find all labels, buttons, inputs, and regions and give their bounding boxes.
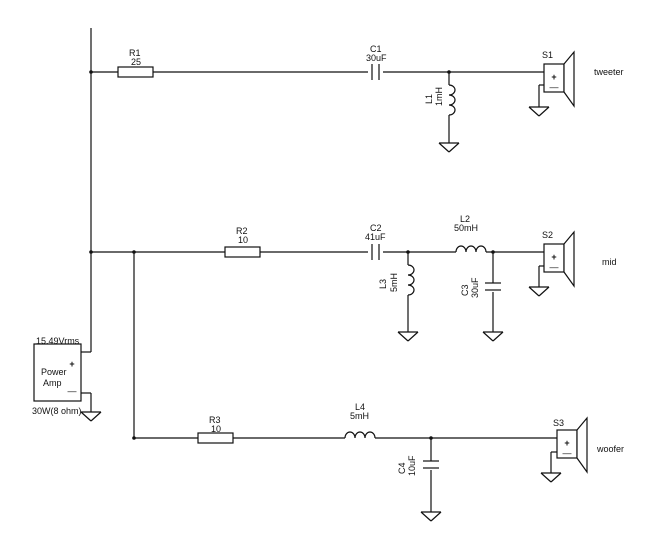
c4-value: 10uF bbox=[407, 455, 417, 476]
c3-value: 30uF bbox=[470, 277, 480, 298]
s3-name: S3 bbox=[553, 418, 564, 428]
c1-value: 30uF bbox=[366, 53, 387, 63]
l3-name: L3 bbox=[378, 279, 388, 289]
l1-value: 1mH bbox=[434, 87, 444, 106]
speaker-s1: + — S1 tweeter bbox=[542, 50, 624, 108]
s3-plus: + bbox=[564, 438, 569, 448]
r3-name: R3 bbox=[209, 415, 221, 425]
amp-voltage: 15.49Vrms bbox=[36, 336, 80, 346]
c4-name: C4 bbox=[397, 462, 407, 474]
r1-value: 25 bbox=[131, 57, 141, 67]
inductor-l1: L1 1mH bbox=[424, 84, 456, 116]
ground-icon bbox=[80, 411, 102, 422]
l2-value: 50mH bbox=[454, 223, 478, 233]
amp-rating: 30W(8 ohm) bbox=[32, 406, 82, 416]
capacitor-c3: C3 30uF bbox=[460, 277, 501, 298]
s3-minus: — bbox=[563, 448, 572, 458]
s2-name: S2 bbox=[542, 230, 553, 240]
l3-value: 5mH bbox=[389, 273, 399, 292]
speaker-s2: + — S2 mid bbox=[542, 230, 617, 288]
ground-icon bbox=[528, 286, 550, 297]
s1-minus: — bbox=[550, 82, 559, 92]
inductor-l4: L4 5mH bbox=[344, 402, 376, 439]
capacitor-c4: C4 10uF bbox=[397, 455, 439, 476]
s3-label: woofer bbox=[596, 444, 624, 454]
ground-icon bbox=[420, 511, 442, 522]
r2-value: 10 bbox=[238, 235, 248, 245]
resistor-r1: R1 25 bbox=[117, 48, 154, 78]
resistor-r2: R2 10 bbox=[224, 226, 261, 258]
c1-name: C1 bbox=[370, 44, 382, 54]
s2-plus: + bbox=[551, 252, 556, 262]
ground-symbols bbox=[80, 106, 562, 522]
inductor-l2: L2 50mH bbox=[454, 214, 487, 253]
amp-plus: + bbox=[69, 359, 74, 369]
wires bbox=[81, 28, 557, 512]
l4-name: L4 bbox=[355, 402, 365, 412]
l2-name: L2 bbox=[460, 214, 470, 224]
c2-name: C2 bbox=[370, 223, 382, 233]
ground-icon bbox=[482, 331, 504, 342]
r1-name: R1 bbox=[129, 48, 141, 58]
amp-minus: — bbox=[68, 386, 77, 396]
amp-label-line2: Amp bbox=[43, 378, 62, 388]
junctions bbox=[89, 70, 495, 440]
capacitor-c1: C1 30uF bbox=[366, 44, 387, 80]
l1-name: L1 bbox=[424, 94, 434, 104]
capacitor-c2: C2 41uF bbox=[365, 223, 386, 260]
s2-minus: — bbox=[550, 262, 559, 272]
r3-value: 10 bbox=[211, 424, 221, 434]
c3-name: C3 bbox=[460, 284, 470, 296]
resistor-r3: R3 10 bbox=[197, 415, 234, 444]
ground-icon bbox=[438, 142, 460, 153]
s1-name: S1 bbox=[542, 50, 553, 60]
l4-value: 5mH bbox=[350, 411, 369, 421]
s1-label: tweeter bbox=[594, 67, 624, 77]
r2-name: R2 bbox=[236, 226, 248, 236]
amp-label-line1: Power bbox=[41, 367, 67, 377]
ground-icon bbox=[397, 331, 419, 342]
s1-plus: + bbox=[551, 72, 556, 82]
c2-value: 41uF bbox=[365, 232, 386, 242]
power-amp: 15.49Vrms Power Amp + — 30W(8 ohm) bbox=[32, 336, 82, 416]
s2-label: mid bbox=[602, 257, 617, 267]
inductor-l3: L3 5mH bbox=[378, 264, 415, 296]
ground-icon bbox=[540, 472, 562, 483]
speaker-s3: + — S3 woofer bbox=[553, 416, 624, 474]
ground-icon bbox=[528, 106, 550, 117]
